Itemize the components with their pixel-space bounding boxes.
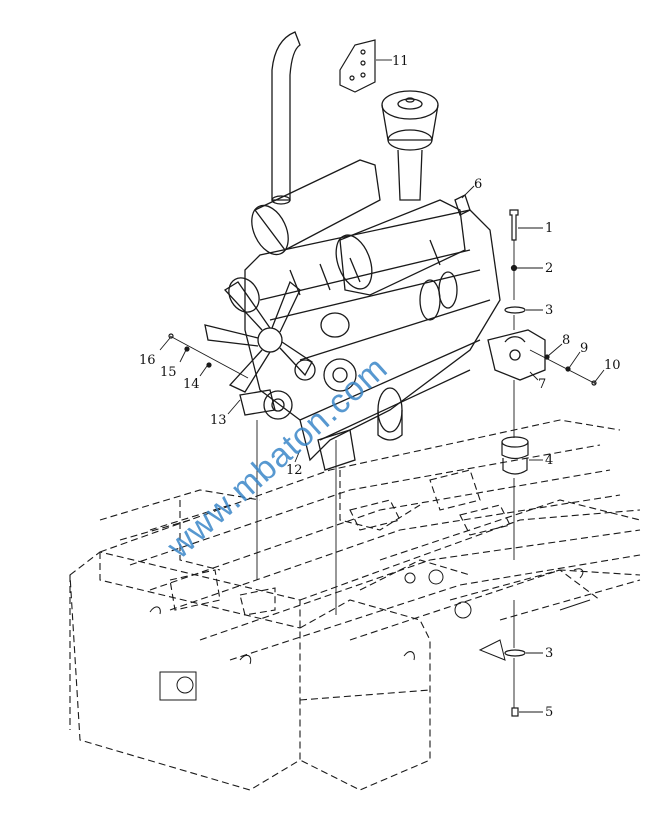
chassis-details xyxy=(149,568,591,701)
callout-7: 7 xyxy=(538,377,546,392)
callout-4: 4 xyxy=(545,453,553,468)
callout-12: 12 xyxy=(286,463,303,478)
callout-13: 13 xyxy=(210,413,227,428)
callout-14: 14 xyxy=(183,377,200,392)
callout-16: 16 xyxy=(139,353,156,368)
callout-9: 9 xyxy=(580,341,588,356)
callout-11: 11 xyxy=(392,54,409,69)
callout-15: 15 xyxy=(160,365,177,380)
callout-leaders xyxy=(159,59,605,713)
callout-3-upper: 3 xyxy=(545,303,553,318)
callout-labels: 1 2 3 3 4 5 6 7 8 9 10 11 12 13 14 15 16 xyxy=(139,54,621,720)
callout-6: 6 xyxy=(474,177,482,192)
chassis-frame xyxy=(69,419,641,791)
callout-5: 5 xyxy=(545,705,553,720)
engine-assembly xyxy=(204,31,546,471)
callout-1: 1 xyxy=(545,221,553,236)
callout-3-lower: 3 xyxy=(545,646,553,661)
cooling-fan xyxy=(204,277,313,393)
callout-10: 10 xyxy=(604,358,621,373)
callout-2: 2 xyxy=(545,261,553,276)
assembly-centerlines xyxy=(169,240,597,708)
callout-8: 8 xyxy=(562,333,570,348)
